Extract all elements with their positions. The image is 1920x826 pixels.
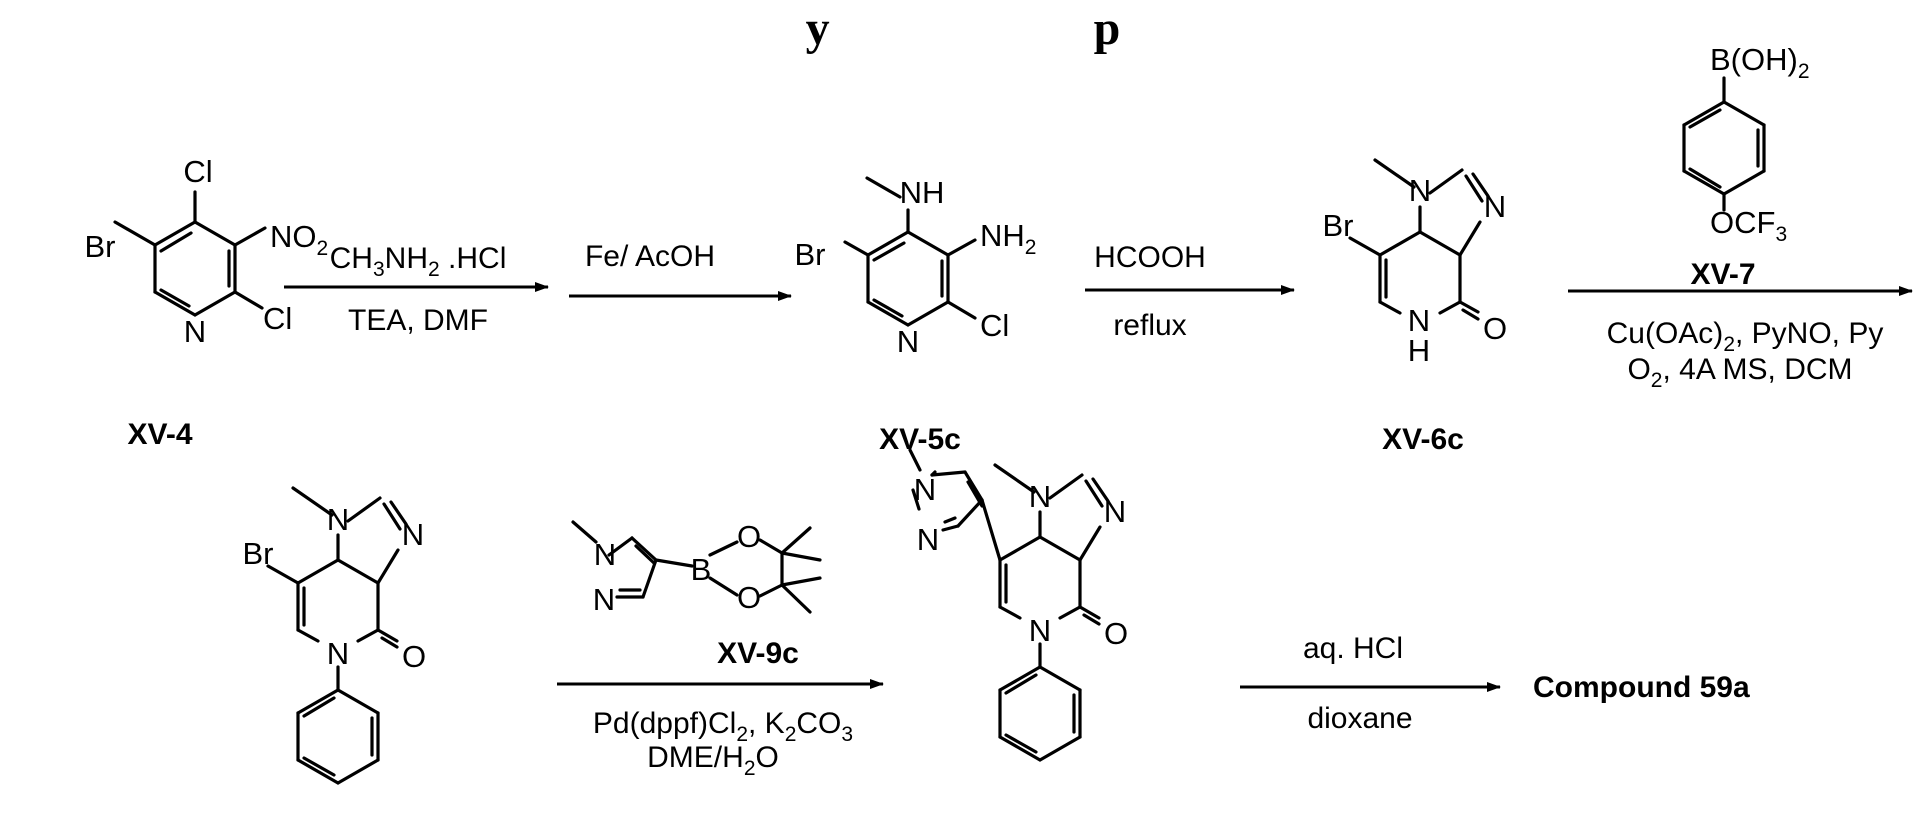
svg-text:N: N <box>914 472 936 507</box>
label-xv-6c: XV-6c <box>1382 423 1464 456</box>
svg-text:H: H <box>1408 333 1430 368</box>
compound-xv-4: Br Cl NO2 N Cl XV-4 <box>85 154 329 451</box>
label-xv-9c: XV-9c <box>717 637 799 670</box>
svg-text:B(OH)2: B(OH)2 <box>1710 42 1810 83</box>
svg-text:N: N <box>1029 613 1051 648</box>
svg-text:N: N <box>327 502 349 537</box>
step-2: Fe/ AcOH <box>569 240 791 296</box>
svg-text:O: O <box>1483 311 1507 346</box>
svg-text:dioxane: dioxane <box>1307 702 1412 735</box>
compound-xv-6c: N N Br N H O XV-6c <box>1323 160 1508 456</box>
svg-text:HCOOH: HCOOH <box>1094 241 1206 274</box>
svg-text:Cl: Cl <box>263 301 292 336</box>
svg-text:Br: Br <box>1323 208 1354 243</box>
svg-text:N: N <box>402 517 424 552</box>
reagent-xv-7: B(OH)2 OCF3 <box>1684 42 1810 246</box>
label-xv-5c: XV-5c <box>879 423 961 456</box>
svg-text:N: N <box>594 537 616 572</box>
scheme-title-fragment: y p <box>806 2 1121 55</box>
svg-text:NO2: NO2 <box>270 219 328 260</box>
svg-text:N: N <box>327 636 349 671</box>
svg-text:O: O <box>737 580 761 615</box>
svg-text:N: N <box>184 314 206 349</box>
svg-text:CH3NH2 .HCl: CH3NH2 .HCl <box>330 242 507 281</box>
label-xv-7: XV-7 <box>1690 258 1755 291</box>
svg-text:O: O <box>402 639 426 674</box>
step-5: XV-9c Pd(dppf)Cl2, K2CO3 DME/H2O <box>557 637 883 780</box>
label-xv-4: XV-4 <box>127 418 192 451</box>
svg-text:Cl: Cl <box>183 154 212 189</box>
svg-text:N: N <box>593 582 615 617</box>
svg-text:OCF3: OCF3 <box>1710 205 1787 246</box>
svg-text:DME/H2O: DME/H2O <box>647 741 779 780</box>
step-3: HCOOH reflux <box>1085 241 1294 342</box>
svg-text:Fe/ AcOH: Fe/ AcOH <box>585 240 715 273</box>
svg-text:Br: Br <box>795 237 826 272</box>
svg-text:reflux: reflux <box>1113 309 1186 342</box>
label-compound-59a: Compound 59a <box>1533 671 1750 704</box>
svg-text:N: N <box>897 324 919 359</box>
svg-text:NH: NH <box>900 175 945 210</box>
svg-text:N: N <box>1484 189 1506 224</box>
reagent-xv-9c: N N B O O <box>573 519 820 617</box>
step-6: aq. HCl dioxane <box>1240 632 1500 735</box>
svg-text:N: N <box>1409 173 1431 208</box>
svg-text:TEA, DMF: TEA, DMF <box>348 304 488 337</box>
compound-intermediate-2: N N N N N O <box>910 450 1128 760</box>
svg-text:Cu(OAc)2, PyNO, Py: Cu(OAc)2, PyNO, Py <box>1607 317 1884 356</box>
svg-text:O: O <box>1104 616 1128 651</box>
compound-xv-5c: NH Br NH2 N Cl XV-5c <box>795 175 1037 456</box>
svg-text:Cl: Cl <box>980 308 1009 343</box>
svg-text:Br: Br <box>243 536 274 571</box>
svg-text:B: B <box>691 552 712 587</box>
svg-text:N: N <box>1029 479 1051 514</box>
svg-text:O: O <box>737 519 761 554</box>
svg-text:NH2: NH2 <box>980 218 1036 259</box>
svg-text:Br: Br <box>85 229 116 264</box>
compound-intermediate-1: N N Br N O <box>243 488 427 783</box>
svg-text:N: N <box>917 522 939 557</box>
step-4: XV-7 Cu(OAc)2, PyNO, Py O2, 4A MS, DCM <box>1568 258 1912 392</box>
svg-text:O2, 4A MS, DCM: O2, 4A MS, DCM <box>1627 353 1852 392</box>
svg-text:N: N <box>1104 494 1126 529</box>
svg-text:aq. HCl: aq. HCl <box>1303 632 1403 665</box>
